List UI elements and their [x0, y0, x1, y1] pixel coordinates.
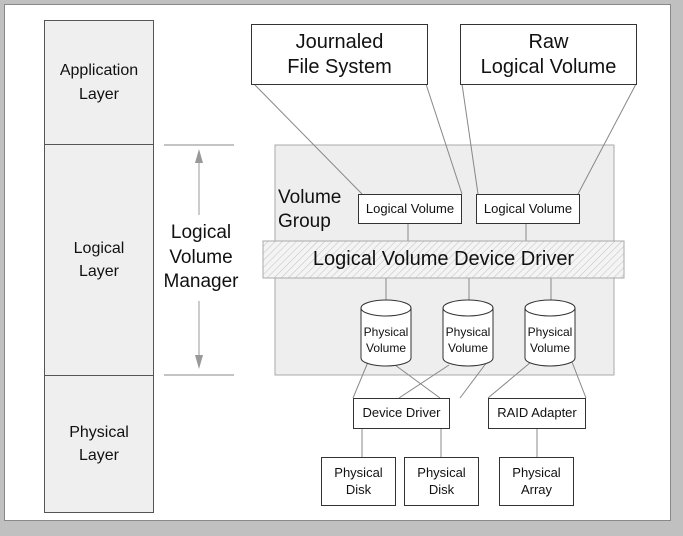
logical-volume-left: Logical Volume: [358, 194, 462, 224]
physical-volume-1: Physical Volume: [363, 324, 409, 355]
lvdd-label: Logical Volume Device Driver: [312, 248, 575, 270]
device-driver-box: Device Driver: [353, 398, 450, 429]
physical-volume-cylinders: [360, 299, 576, 367]
lvm-arrow-head-down: [195, 355, 203, 369]
lvdd-bar: [262, 240, 625, 279]
physical-volume-2: Physical Volume: [445, 324, 491, 355]
logical-volume-right: Logical Volume: [476, 194, 580, 224]
lvm-arrow-head-up: [195, 149, 203, 163]
physical-array: Physical Array: [499, 457, 574, 506]
jfs-box: Journaled File System: [251, 24, 428, 85]
physical-volume-3: Physical Volume: [527, 324, 573, 355]
volume-group-label: Volume Group: [278, 187, 342, 232]
physical-layer: Physical Layer: [44, 375, 154, 513]
lvm-label: Logical Volume Manager: [159, 215, 243, 301]
logical-layer: Logical Layer: [44, 144, 154, 376]
application-layer: Application Layer: [44, 20, 154, 145]
raid-adapter-box: RAID Adapter: [488, 398, 586, 429]
physical-disk-1: Physical Disk: [321, 457, 396, 506]
physical-disk-2: Physical Disk: [404, 457, 479, 506]
raw-lv-box: Raw Logical Volume: [460, 24, 637, 85]
